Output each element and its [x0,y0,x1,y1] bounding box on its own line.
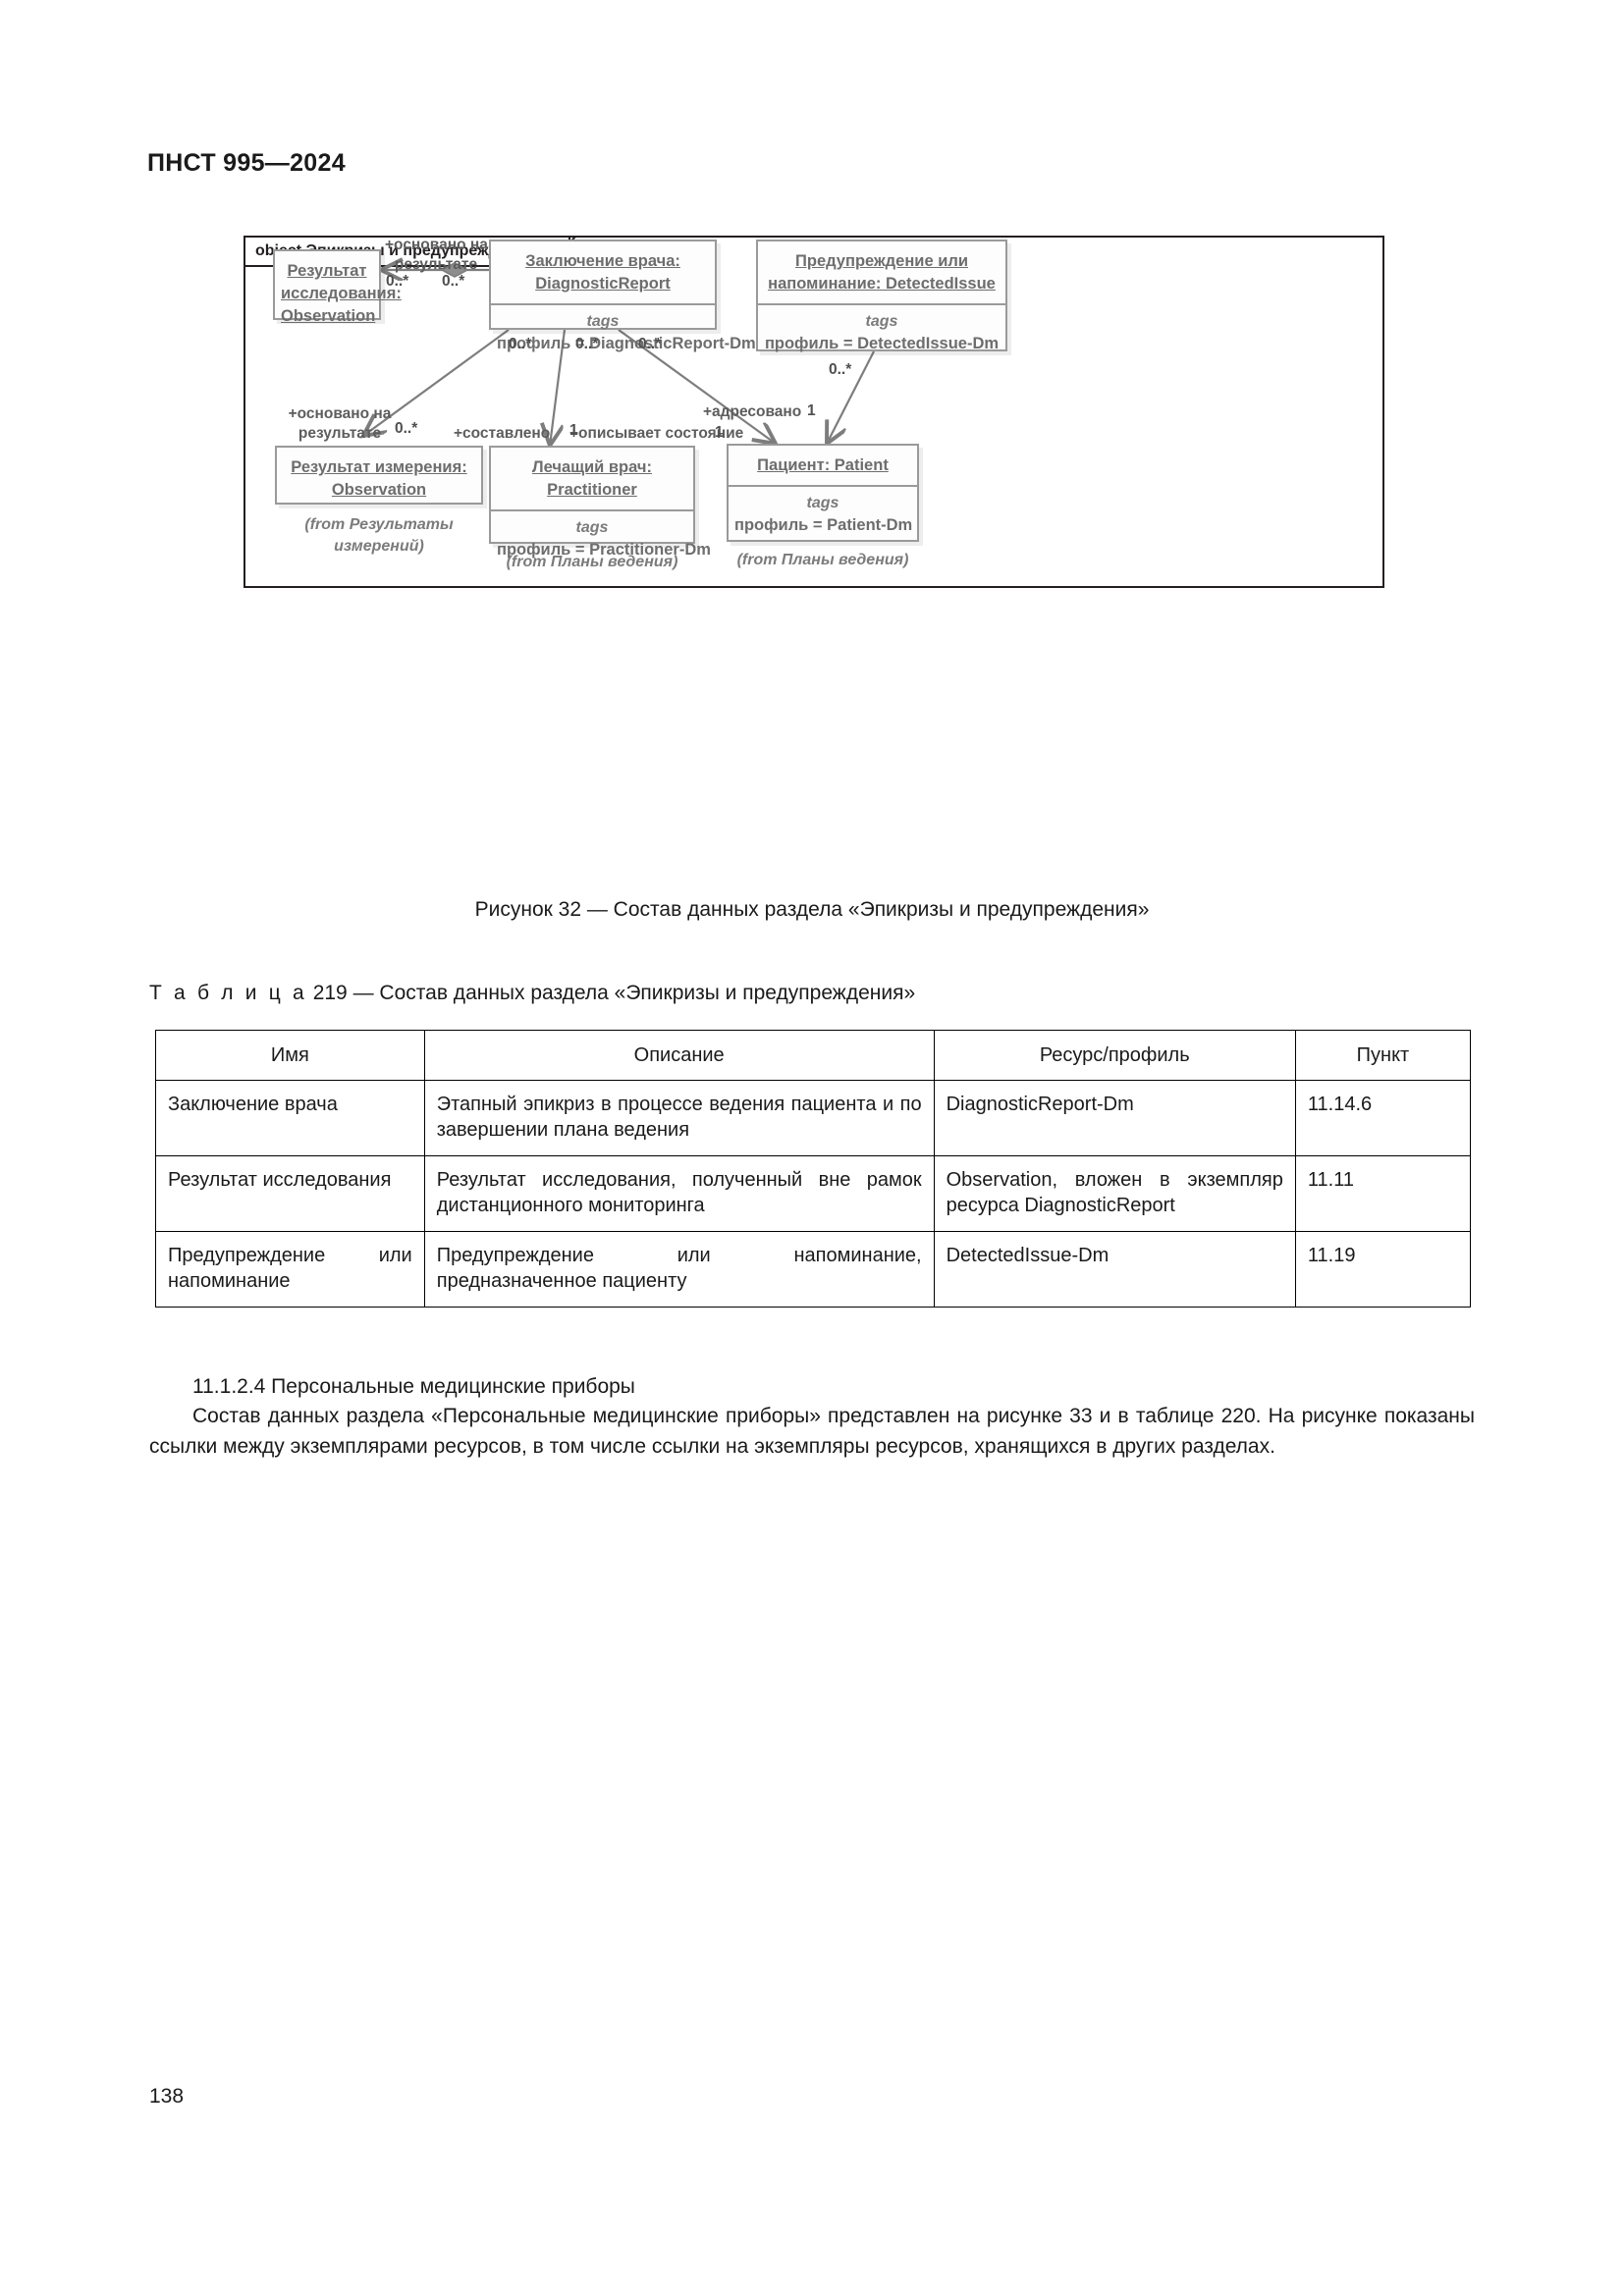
uml-compartment-divider [758,302,1005,305]
cell-resource: Observation, вложен в экземпляр ресурса … [933,1155,1296,1232]
edge-label-adresovano: +адресовано [703,403,802,420]
cell-name: Предупреждение или напоминание [155,1231,425,1308]
page-number: 138 [149,2085,185,2108]
table-row: Заключение врача Этапный эпикриз в проце… [155,1080,1472,1156]
multiplicity-practitioner-in: 1 [569,422,578,439]
multiplicity-dr-out-3: 0..* [638,336,662,352]
column-header-description: Описание [423,1030,935,1081]
cell-name: Результат исследования [155,1155,425,1232]
uml-compartment-divider [491,302,715,305]
cell-description: Этапный эпикриз в процессе ведения пацие… [423,1080,935,1156]
data-table-219: Имя Описание Ресурс/профиль Пункт Заключ… [155,1030,1472,1308]
cell-description: Результат исследования, полученный вне р… [423,1155,935,1232]
multiplicity-patient-in-left: 1 [715,424,724,441]
uml-node-observation-measure[interactable]: Результат измерения: Observation [275,446,483,505]
edge-label-sostavleno: +составлено [454,425,551,442]
cell-item: 11.11 [1294,1155,1472,1232]
section-heading: 11.1.2.4 Персональные медицинские прибор… [192,1375,635,1398]
table-caption: Т а б л и ц а 219 — Состав данных раздел… [149,982,915,1005]
uml-node-title: Результат измерения: Observation [291,458,467,499]
multiplicity-diagnostic-report-diamond: 0..* [442,273,465,290]
edge-label-osnovano-na-rezultate-bottom: +основано на результате [288,405,392,443]
uml-node-from-note: (from Результаты измерений) [304,516,454,555]
uml-node-tags: tags профиль = DiagnosticReport-Dm [497,312,756,353]
column-header-name: Имя [155,1030,425,1081]
figure-caption: Рисунок 32 — Состав данных раздела «Эпик… [474,898,1150,921]
uml-node-practitioner[interactable]: Лечащий врач: Practitioner tags профиль … [489,446,711,559]
uml-node-title: Заключение врача: DiagnosticReport [525,252,680,293]
multiplicity-dr-out-1: 0..* [509,336,532,352]
multiplicity-dr-out-2: 0..* [575,336,599,352]
uml-compartment-divider [491,508,693,511]
uml-node-patient[interactable]: Пациент: Patient tags профиль = Patient-… [727,444,919,542]
uml-node-title: Результат исследования: Observation [281,262,402,325]
cell-item: 11.19 [1294,1231,1472,1308]
uml-node-tags: tags профиль = Patient-Dm [734,494,913,535]
uml-node-from-note: (from Планы ведения) [506,554,678,570]
uml-node-title: Лечащий врач: Practitioner [532,458,652,499]
cell-resource: DiagnosticReport-Dm [933,1080,1296,1156]
uml-node-tags: tags профиль = DetectedIssue-Dm [764,312,1000,353]
uml-node-diagnostic-report[interactable]: Заключение врача: DiagnosticReport tags … [489,240,756,352]
uml-node-from-note: (from Планы ведения) [736,552,909,568]
multiplicity-detected-issue-out: 0..* [829,361,852,378]
table-caption-text: — Состав данных раздела «Эпикризы и пред… [352,982,916,1004]
multiplicity-observation-left: 0..* [386,273,409,290]
uml-node-observation-study[interactable]: Результат исследования: Observation [273,249,402,325]
column-header-item: Пункт [1294,1030,1472,1081]
cell-description: Предупреждение или напоминание, предназн… [423,1231,935,1308]
table-row: Предупреждение или напоминание Предупреж… [155,1231,1472,1308]
uml-diagram-frame: object Эпикризы и предупреждения [244,236,1384,588]
column-header-resource: Ресурс/профиль [933,1030,1296,1081]
uml-node-title: Пациент: Patient [757,456,889,474]
cell-name: Заключение врача [155,1080,425,1156]
table-caption-number: 219 [312,982,348,1004]
cell-resource: DetectedIssue-Dm [933,1231,1296,1308]
uml-node-detected-issue[interactable]: Предупреждение или напоминание: Detected… [756,240,1007,352]
cell-item: 11.14.6 [1294,1080,1472,1156]
multiplicity-observation-measure-in: 0..* [395,420,418,437]
table-caption-prefix: Т а б л и ц а [149,982,307,1004]
table-header-row: Имя Описание Ресурс/профиль Пункт [155,1030,1472,1081]
edge-label-opisyvaet-sostoyanie: +описывает состояние [569,425,744,442]
document-header: ПНСТ 995—2024 [147,149,346,177]
section-paragraph: Состав данных раздела «Персональные меди… [149,1405,1475,1458]
body-text-block: 11.1.2.4 Персональные медицинские прибор… [149,1372,1475,1462]
edge-label-osnovano-na-rezultate-top: +основано на результате [385,237,488,274]
table-row: Результат исследования Результат исследо… [155,1155,1472,1232]
multiplicity-patient-in-right: 1 [807,402,816,419]
uml-node-title: Предупреждение или напоминание: Detected… [768,252,996,293]
uml-node-tags: tags профиль = Practitioner-Dm [497,518,711,560]
uml-compartment-divider [729,484,917,487]
